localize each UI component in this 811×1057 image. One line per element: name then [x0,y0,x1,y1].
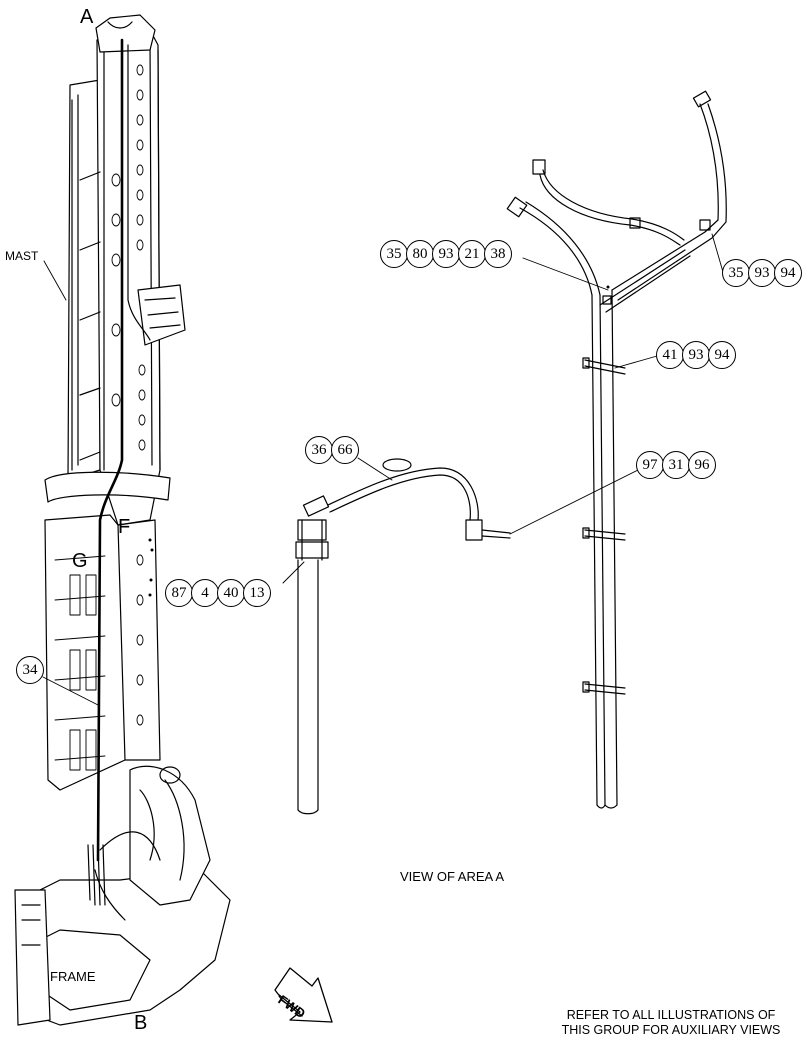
callout-bubble: 96 [688,451,716,479]
callout-35-93-94: 35 93 94 [722,259,802,287]
callout-36-66: 36 66 [305,436,359,464]
dots [148,285,610,597]
mast-leaders [42,260,99,706]
callout-bubble: 34 [16,656,44,684]
mast-hose-route-thin [87,44,161,921]
callout-bubble: 31 [662,451,690,479]
callout-bubble: 97 [636,451,664,479]
view-letter-b: B [134,1012,148,1034]
callout-bubble: 80 [406,240,434,268]
frame-label: FRAME [50,969,96,984]
view-letter-a: A [80,6,94,28]
callout-bubble: 94 [708,341,736,369]
view-caption: VIEW OF AREA A [400,869,505,884]
callout-bubble: 93 [432,240,460,268]
auxiliary-note-line2: THIS GROUP FOR AUXILIARY VIEWS [561,1023,781,1037]
view-letter-g: G [72,550,88,572]
callout-bubble: 38 [484,240,512,268]
view-a-hoses [506,90,727,809]
callout-bubble: 66 [331,436,359,464]
mast-hose-route [96,38,124,862]
auxiliary-views-note: REFER TO ALL ILLUSTRATIONS OF THIS GROUP… [548,1008,794,1038]
callout-97-31-96: 97 31 96 [636,451,716,479]
callout-bubble: 13 [243,579,271,607]
callout-bubble: 35 [722,259,750,287]
auxiliary-note-line1: REFER TO ALL ILLUSTRATIONS OF [566,1008,776,1022]
callout-bubble: 94 [774,259,802,287]
callout-bubble: 93 [748,259,776,287]
mast-assembly [14,14,231,1026]
callout-bubble: 21 [458,240,486,268]
mast-label: MAST [5,249,39,263]
callout-bubble: 35 [380,240,408,268]
view-letter-f: F [118,516,131,538]
callout-bubble: 93 [682,341,710,369]
callout-35-80-93-21-38: 35 80 93 21 38 [380,240,512,268]
callout-87-4-40-13: 87 4 40 13 [165,579,271,607]
fwd-arrow-icon [274,967,333,1023]
callout-bubble: 36 [305,436,333,464]
view-a-leaders [282,233,724,584]
view-a-mid-hose [295,458,511,815]
callout-bubble: 41 [656,341,684,369]
callout-34: 34 [16,656,44,684]
callout-41-93-94: 41 93 94 [656,341,736,369]
callout-bubble: 4 [191,579,219,607]
callout-bubble: 87 [165,579,193,607]
callout-bubble: 40 [217,579,245,607]
